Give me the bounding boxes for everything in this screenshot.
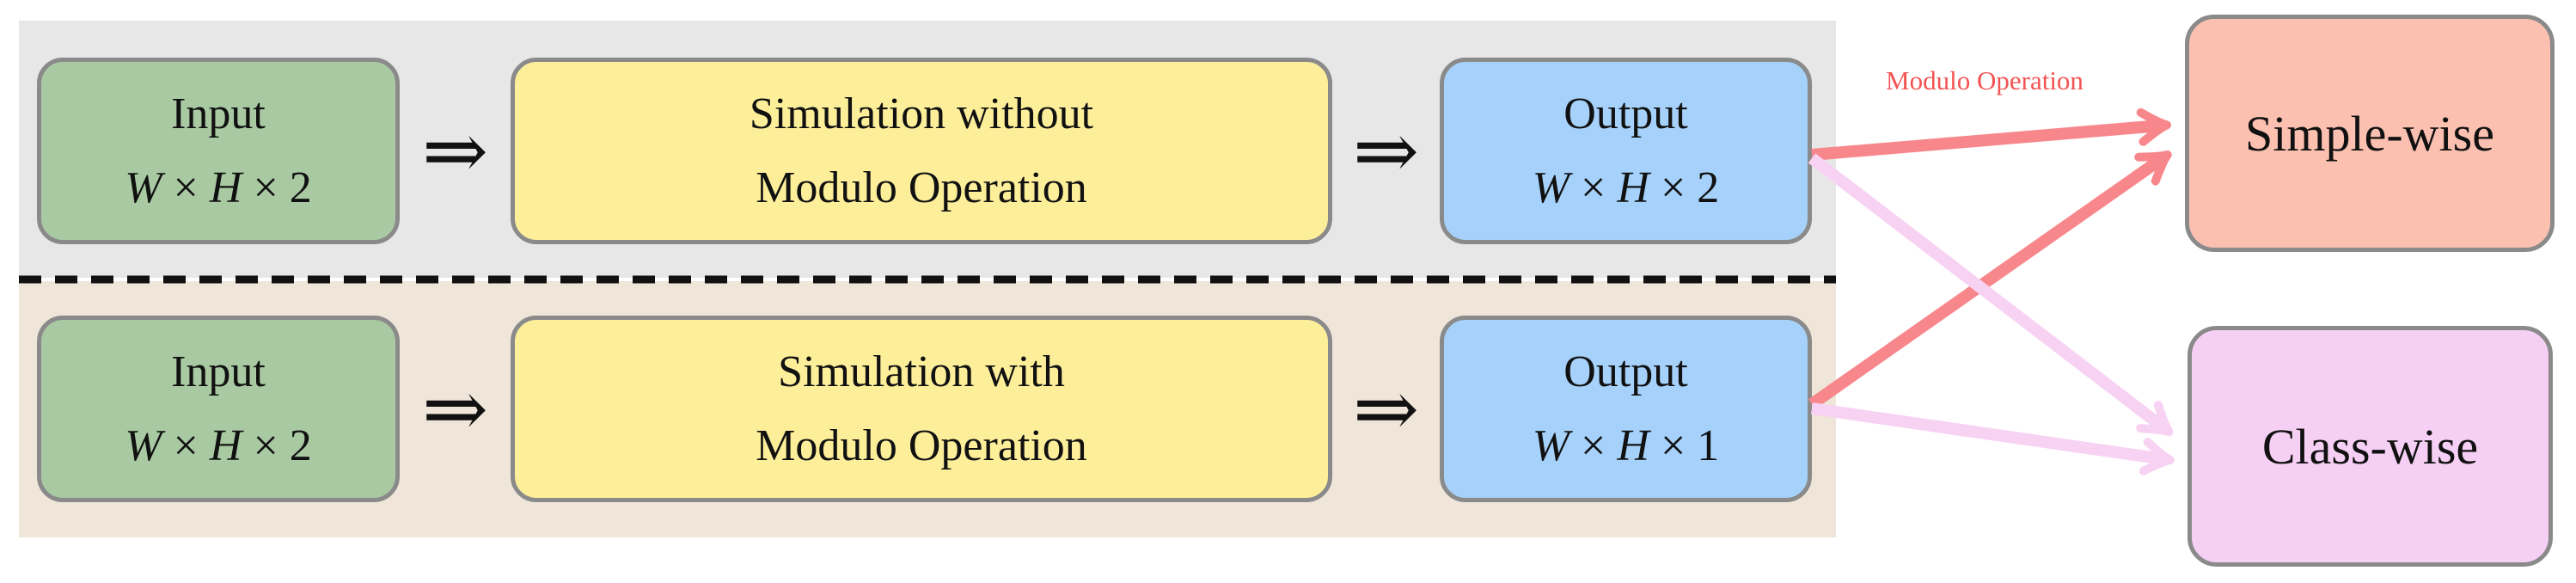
output-title: Output (1563, 89, 1688, 138)
double-arrow-icon: ⇒ (1352, 105, 1420, 197)
double-arrow-icon: ⇒ (1352, 363, 1420, 455)
output-dims: W×H×1 (1532, 420, 1720, 470)
output-box-bottom: Output W×H×1 (1440, 316, 1812, 502)
double-arrow-icon: ⇒ (421, 363, 489, 455)
process-line2: Modulo Operation (756, 163, 1087, 212)
process-line1: Simulation with (778, 347, 1065, 396)
input-box-bottom: Input W×H×2 (37, 316, 400, 502)
process-line2: Modulo Operation (756, 420, 1087, 470)
input-title: Input (171, 347, 266, 396)
process-box-top: Simulation without Modulo Operation (511, 58, 1332, 244)
pink-arrow-top-output-to-class-wise (1808, 153, 2174, 437)
output-dims: W×H×2 (1532, 163, 1720, 212)
simple-wise-box: Simple-wise (2185, 15, 2555, 252)
output-box-top: Output W×H×2 (1440, 58, 1812, 244)
class-wise-box: Class-wise (2187, 326, 2553, 567)
input-box-top: Input W×H×2 (37, 58, 400, 244)
red-arrow-top-output-to-simple-wise (1811, 107, 2171, 161)
input-dims: W×H×2 (125, 163, 312, 212)
pink-arrow-bottom-output-to-class-wise (1811, 402, 2175, 476)
process-line1: Simulation without (749, 89, 1094, 138)
class-wise-label: Class-wise (2261, 418, 2479, 475)
input-dims: W×H×2 (125, 420, 312, 470)
modulo-operation-label: Modulo Operation (1886, 65, 2083, 95)
output-title: Output (1563, 347, 1688, 396)
process-box-bottom: Simulation with Modulo Operation (511, 316, 1332, 502)
input-title: Input (171, 89, 266, 138)
double-arrow-icon: ⇒ (421, 105, 489, 197)
simple-wise-label: Simple-wise (2245, 105, 2494, 162)
red-arrow-bottom-output-to-simple-wise (1808, 150, 2172, 409)
